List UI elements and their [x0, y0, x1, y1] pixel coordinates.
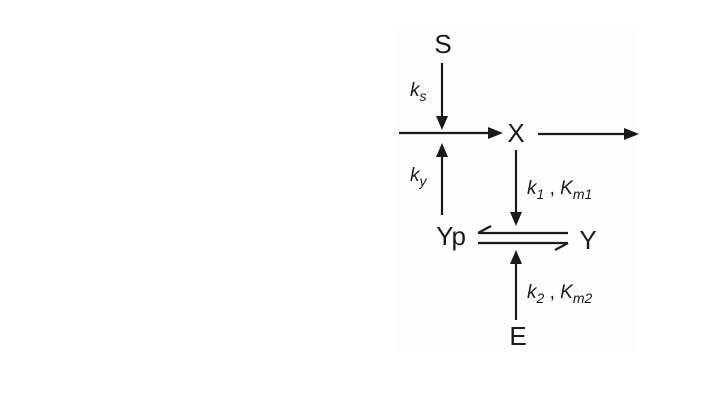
node-x: X [507, 118, 524, 148]
arrow-inflow-to-x [399, 127, 503, 139]
node-s: S [434, 29, 451, 59]
rate-label-k2-km2: k2 , Km2 [527, 282, 592, 306]
node-yp: Yp [436, 221, 466, 251]
node-y: Y [579, 225, 596, 255]
equilibrium-harpoons [477, 225, 569, 251]
arrow-s-to-junction [436, 63, 448, 130]
arrow-x-to-equilibrium [510, 150, 522, 226]
arrow-e-to-equilibrium [510, 250, 522, 320]
arrow-x-outflow [538, 128, 639, 140]
arrow-yp-to-junction [436, 143, 448, 215]
diagram-panel [398, 26, 638, 352]
rate-label-ky: ky [410, 165, 428, 189]
rate-label-k1-km1: k1 , Km1 [527, 178, 592, 202]
node-e: E [509, 321, 526, 351]
rate-label-ks: ks [410, 80, 427, 104]
